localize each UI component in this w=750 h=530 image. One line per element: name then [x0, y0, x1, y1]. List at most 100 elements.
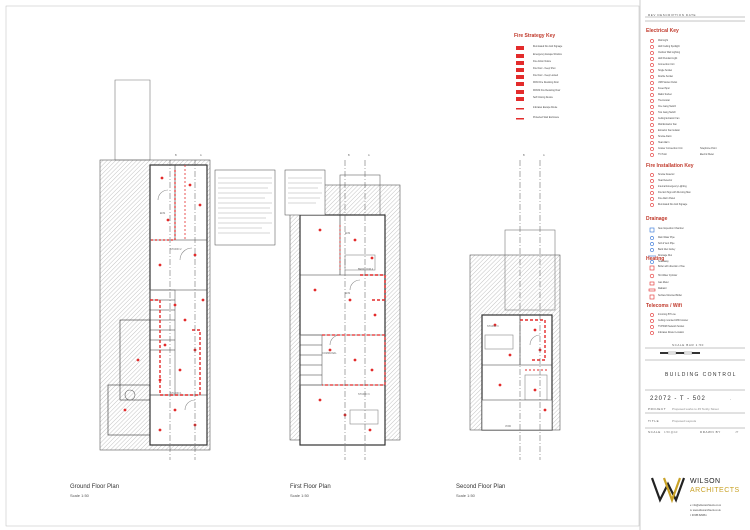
room-label: STUDIO 3 [358, 393, 370, 396]
key-item: Double Socket [658, 76, 673, 78]
key-item: Soakaway [658, 261, 669, 263]
note-box-1 [214, 169, 276, 246]
electrical-key-heading: Electrical Key [646, 28, 679, 34]
drawing-number: 22072 - T - 502 [650, 396, 706, 402]
ground-floor-plan [99, 79, 211, 451]
ground-escape-route [150, 299, 201, 396]
company-website: w: www.wilsonarchitects.co.uk [690, 510, 721, 512]
key-item: Extractor Fan Isolator [658, 130, 680, 132]
key-item: TV Point [658, 154, 667, 156]
key-item: Incoming BT Line [658, 314, 676, 316]
key-item: Thermostat [658, 100, 670, 102]
ground-floor-symbols [123, 176, 205, 432]
plan-scale-first: Scale 1:50 [290, 493, 309, 498]
room-label: VOID [505, 425, 512, 428]
drawn-by-value: JT [735, 430, 739, 434]
section-mark-b: B [348, 154, 350, 157]
key-item: Fire Exit Sign with Running Man [658, 192, 691, 194]
room-label: COMMUNAL [322, 352, 337, 355]
key-item: Single Socket [658, 70, 673, 72]
key-item: Fire Door - Keep Locked [533, 75, 559, 77]
first-external-wall [299, 214, 386, 446]
plan-scale-ground: Scale 1:50 [70, 493, 89, 498]
key-item: LED Pendant Light [658, 58, 678, 60]
key-item: Gas Meter [658, 282, 669, 284]
electrical-key-symbols [650, 39, 654, 157]
garden-boundary-outline [114, 79, 151, 161]
status-label: BUILDING CONTROL [665, 372, 737, 378]
heating-heading: Heating [646, 256, 665, 262]
section-mark-b: B [523, 154, 525, 157]
key-item: Electric Meter [700, 154, 715, 156]
room-label: ENS [345, 232, 351, 235]
drainage-symbols [648, 227, 656, 264]
key-item: Telephone Point [700, 148, 717, 150]
room-label: ENS [160, 212, 166, 215]
key-item: Illuminated Fire Exit Signage [533, 46, 563, 48]
fire-installation-symbols [650, 173, 654, 207]
key-item: Protected Stair Enclosure [533, 117, 560, 119]
second-floor-symbols [493, 323, 547, 412]
key-item: Wall Light [658, 40, 668, 42]
project-label: PROJECT [648, 407, 667, 411]
second-floor-plan [469, 229, 561, 431]
key-item: Indicates Router Location [658, 332, 685, 334]
note-box-2 [284, 169, 326, 216]
key-item: Two Gang Switch [658, 112, 676, 114]
plan-title-second: Second Floor Plan [456, 484, 506, 490]
drainage-heading: Drainage [646, 216, 668, 222]
key-item: Illuminated Fire Exit Signage [658, 204, 688, 206]
key-item: Fire Door - Keep Shut [533, 68, 556, 70]
fire-strategy-symbols [516, 46, 524, 120]
key-item: Internal Emergency Lighting [658, 186, 687, 188]
key-item: Fire Action Notice [533, 61, 551, 63]
sheet-frame [5, 5, 640, 527]
key-item: Smoke Detector [658, 174, 675, 176]
plan-scale-second: Scale 1:50 [456, 493, 475, 498]
title-block-lines [645, 16, 745, 429]
key-item: FD30S Fire Resisting Door [533, 90, 561, 92]
key-item: Fused Spur [658, 88, 670, 90]
section-lines [169, 160, 541, 460]
key-item: Ceiling Extractor Fan [658, 118, 680, 120]
key-item: Heat Alarm [658, 142, 670, 144]
section-mark-b: B [175, 154, 177, 157]
key-item: Cooker Connection Unit [658, 148, 683, 150]
fire-installation-heading: Fire Installation Key [646, 163, 694, 169]
wilson-logo-mark [650, 477, 686, 504]
telecom-symbols [650, 313, 654, 335]
scale-bar [660, 351, 700, 355]
room-label: STUDIO 3 [487, 325, 499, 328]
key-item: Self Closing Device [533, 97, 553, 99]
scale-bar-label: SCALE BAR 1:50 [672, 343, 704, 347]
key-item: Outdoor Wall Lighting [658, 52, 681, 54]
revision-value: - [730, 397, 732, 401]
room-label: STUDIO 1 [170, 392, 182, 395]
section-mark-a: A [543, 154, 545, 157]
key-item: Fire Alarm Panel [658, 198, 675, 200]
key-item: Radiator [658, 288, 667, 290]
key-item: FD30 Fire Resisting Door [533, 82, 559, 84]
key-item: Drainage Run [658, 255, 673, 257]
room-label: ENS [345, 292, 351, 295]
key-item: LED Ceiling Spotlight [658, 46, 680, 48]
key-item: Heat Detector [658, 180, 673, 182]
key-item: Ceiling mounted WiFi booster [658, 320, 689, 322]
company-phone: t: 01588 829361 [690, 515, 707, 517]
key-item: Back Inlet Gulley [658, 249, 676, 251]
drawn-by-label: DRAWN BY [700, 430, 721, 434]
room-label: STUDIO 2 [170, 248, 182, 251]
company-name-1: WILSON [690, 478, 721, 485]
revision-table-header: REV DESCRIPTION DATE [648, 13, 697, 17]
scale-label: SCALE [648, 430, 661, 434]
section-mark-a: A [200, 154, 202, 157]
first-floor-symbols [313, 228, 377, 432]
first-escape-route [360, 274, 386, 301]
key-item: Hot Water Cylinder [658, 275, 678, 277]
plan-title-ground: Ground Floor Plan [70, 484, 120, 490]
key-item: Surface Mounted Boiler [658, 295, 683, 297]
telecoms-heading: Telecoms / Wifi [646, 303, 682, 309]
plan-title-first: First Floor Plan [290, 484, 331, 490]
key-item: Soil & Vent Pipe [658, 243, 675, 245]
